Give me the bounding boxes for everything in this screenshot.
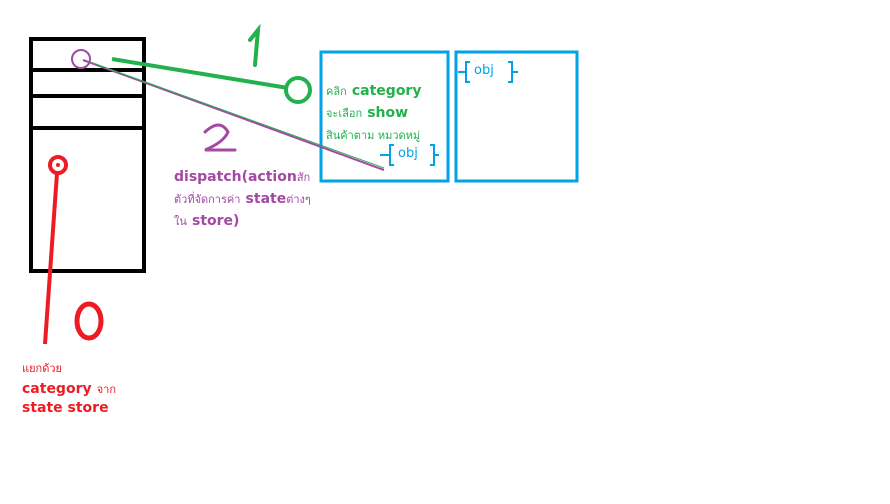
green-note-prefix1: คลิก bbox=[326, 85, 347, 98]
red-note-line2: category จาก bbox=[22, 378, 116, 398]
step-number-two-mark bbox=[203, 123, 237, 152]
purple-circle-marker bbox=[71, 49, 91, 69]
purple-note-line1: dispatch(actionสัก bbox=[174, 166, 310, 186]
obj-braces-2 bbox=[458, 61, 518, 83]
purple-note-bold1: dispatch(action bbox=[174, 169, 297, 185]
obj-label-1: obj bbox=[398, 146, 418, 161]
red-note-line1: แยกด้วย bbox=[22, 362, 62, 375]
red-note-line3: state store bbox=[22, 400, 109, 416]
obj-braces-1 bbox=[380, 144, 439, 166]
purple-note-bold2: state bbox=[245, 191, 287, 207]
red-connector bbox=[43, 172, 59, 345]
green-connector bbox=[111, 57, 289, 90]
red-note-bold2: category bbox=[22, 381, 92, 397]
red-note-suffix2: จาก bbox=[96, 383, 116, 396]
step-number-zero-mark bbox=[74, 301, 104, 341]
green-note-bold1: category bbox=[351, 83, 422, 99]
green-note-line3: สินค้าตาม หมวดหมู่ bbox=[326, 129, 421, 142]
obj-label-2: obj bbox=[474, 63, 494, 78]
step-number-one-mark bbox=[248, 23, 261, 67]
purple-note-line2: ตัวที่จัดการค่า stateต่างๆ bbox=[174, 188, 311, 208]
purple-note-suffix2: ต่างๆ bbox=[286, 193, 311, 206]
purple-note-prefix2: ตัวที่จัดการค่า bbox=[174, 193, 241, 206]
red-dot bbox=[56, 163, 60, 167]
purple-connector-shadow bbox=[89, 61, 385, 169]
purple-note-prefix3: ใน bbox=[174, 215, 187, 228]
green-circle-marker bbox=[284, 76, 312, 104]
page-outline bbox=[29, 37, 146, 273]
purple-connector bbox=[82, 59, 385, 171]
product-box bbox=[454, 50, 579, 183]
red-circle-marker bbox=[48, 155, 68, 175]
page-sketch bbox=[29, 37, 146, 273]
green-note-bold2: show bbox=[367, 105, 409, 121]
purple-note-line3: ใน store) bbox=[174, 210, 239, 230]
green-note-line2: จะเลือก show bbox=[326, 102, 408, 122]
purple-note-suffix1: สัก bbox=[296, 171, 311, 184]
category-box bbox=[319, 50, 450, 183]
green-note-line1: คลิก category bbox=[326, 80, 421, 100]
purple-note-bold3: store) bbox=[191, 213, 240, 229]
green-note-prefix2: จะเลือก bbox=[326, 107, 363, 120]
